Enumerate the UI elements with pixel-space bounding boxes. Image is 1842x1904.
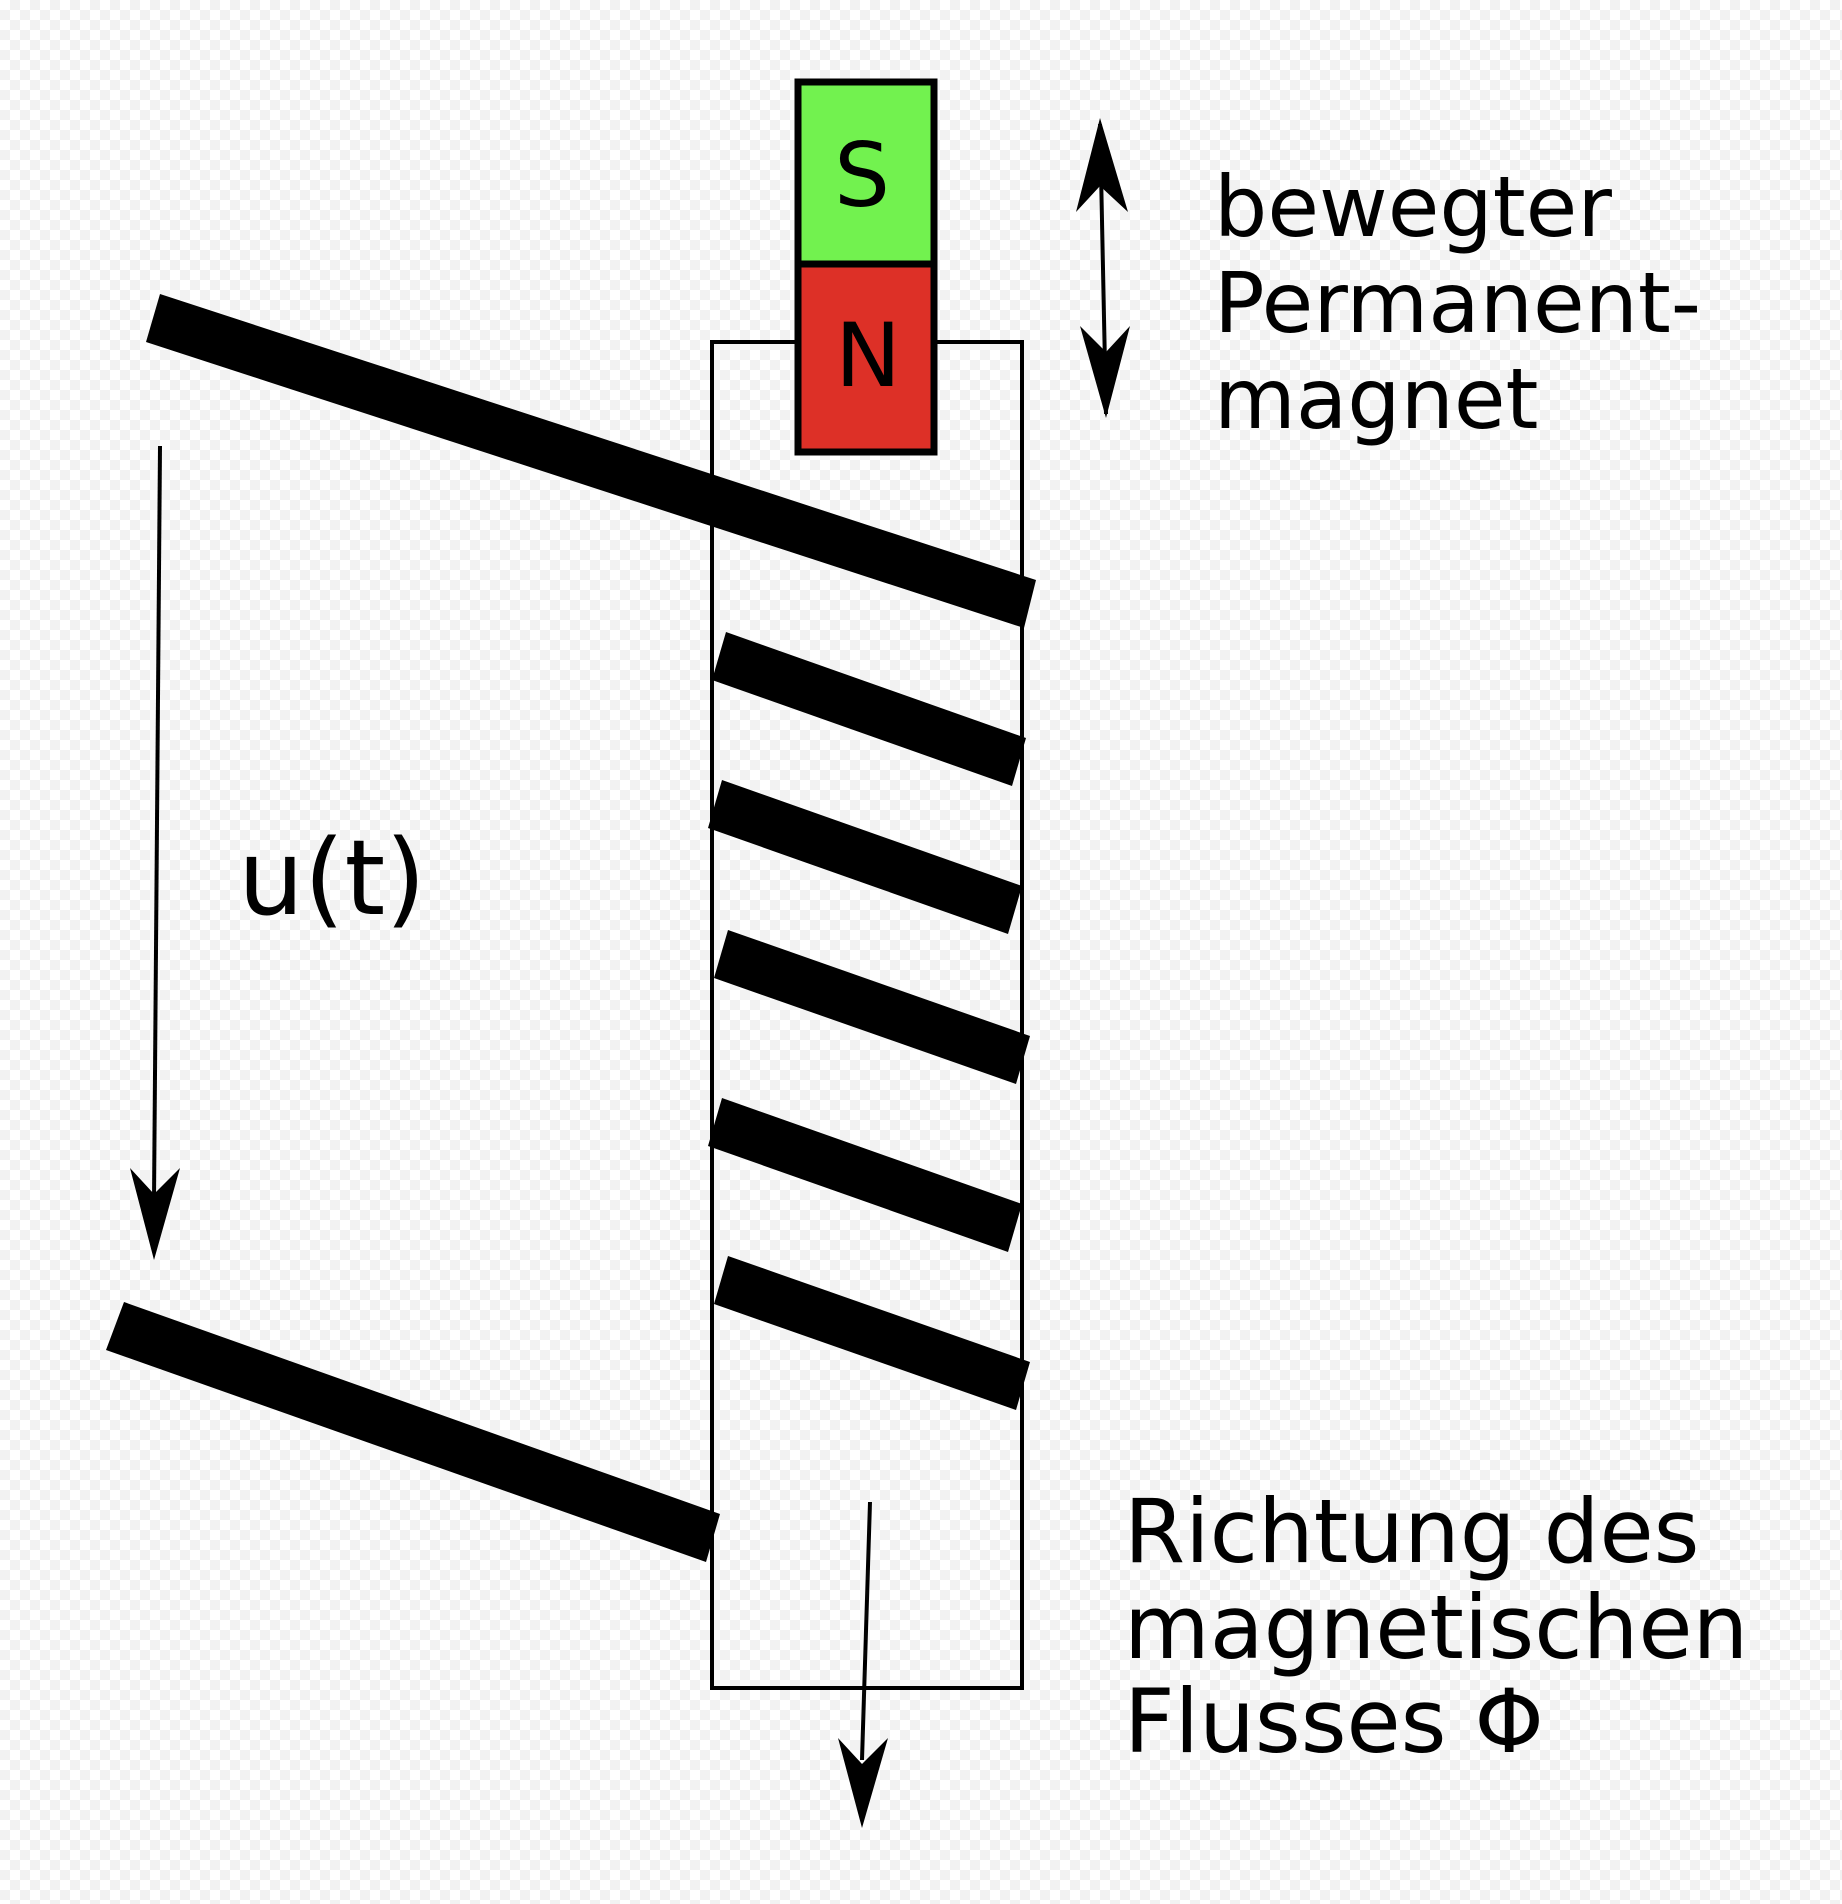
flux-caption-line: Flusses Φ — [1124, 1670, 1544, 1773]
flux-caption-line: magnetischen — [1124, 1576, 1748, 1679]
magnet-south-label: S — [834, 124, 890, 227]
coil-winding — [712, 632, 1026, 786]
magnet-caption-line: Permanent- — [1214, 254, 1701, 352]
voltage-label: u(t) — [238, 817, 426, 939]
flux-caption-line: Richtung des — [1124, 1480, 1699, 1583]
permanent-magnet: S N — [794, 78, 938, 456]
flux-arrow-head — [838, 1738, 888, 1828]
magnet-north-label: N — [835, 304, 901, 407]
magnet-caption-line: magnet — [1214, 350, 1538, 448]
coil-winding — [714, 1256, 1030, 1410]
flux-arrow — [860, 1501, 872, 1761]
coil-winding — [714, 930, 1030, 1084]
voltage-arrow — [152, 445, 162, 1201]
flux-caption: Richtung des magnetischen Flusses Φ — [1124, 1480, 1776, 1773]
voltage-arrow-head — [130, 1168, 180, 1260]
magnet-caption: bewegter Permanent- magnet — [1214, 158, 1728, 448]
magnet-caption-line: bewegter — [1214, 158, 1612, 256]
coil-windings — [708, 632, 1030, 1410]
magnet-north-pole — [794, 260, 938, 456]
movement-arrow-head-down — [1080, 326, 1130, 418]
coil-winding — [708, 780, 1022, 934]
coil-lead-bottom — [106, 1302, 720, 1562]
movement-arrow-head-up — [1076, 118, 1128, 212]
magnet-south-pole — [794, 78, 938, 268]
coil-lead-top — [146, 294, 1036, 628]
coil-winding — [708, 1098, 1022, 1252]
